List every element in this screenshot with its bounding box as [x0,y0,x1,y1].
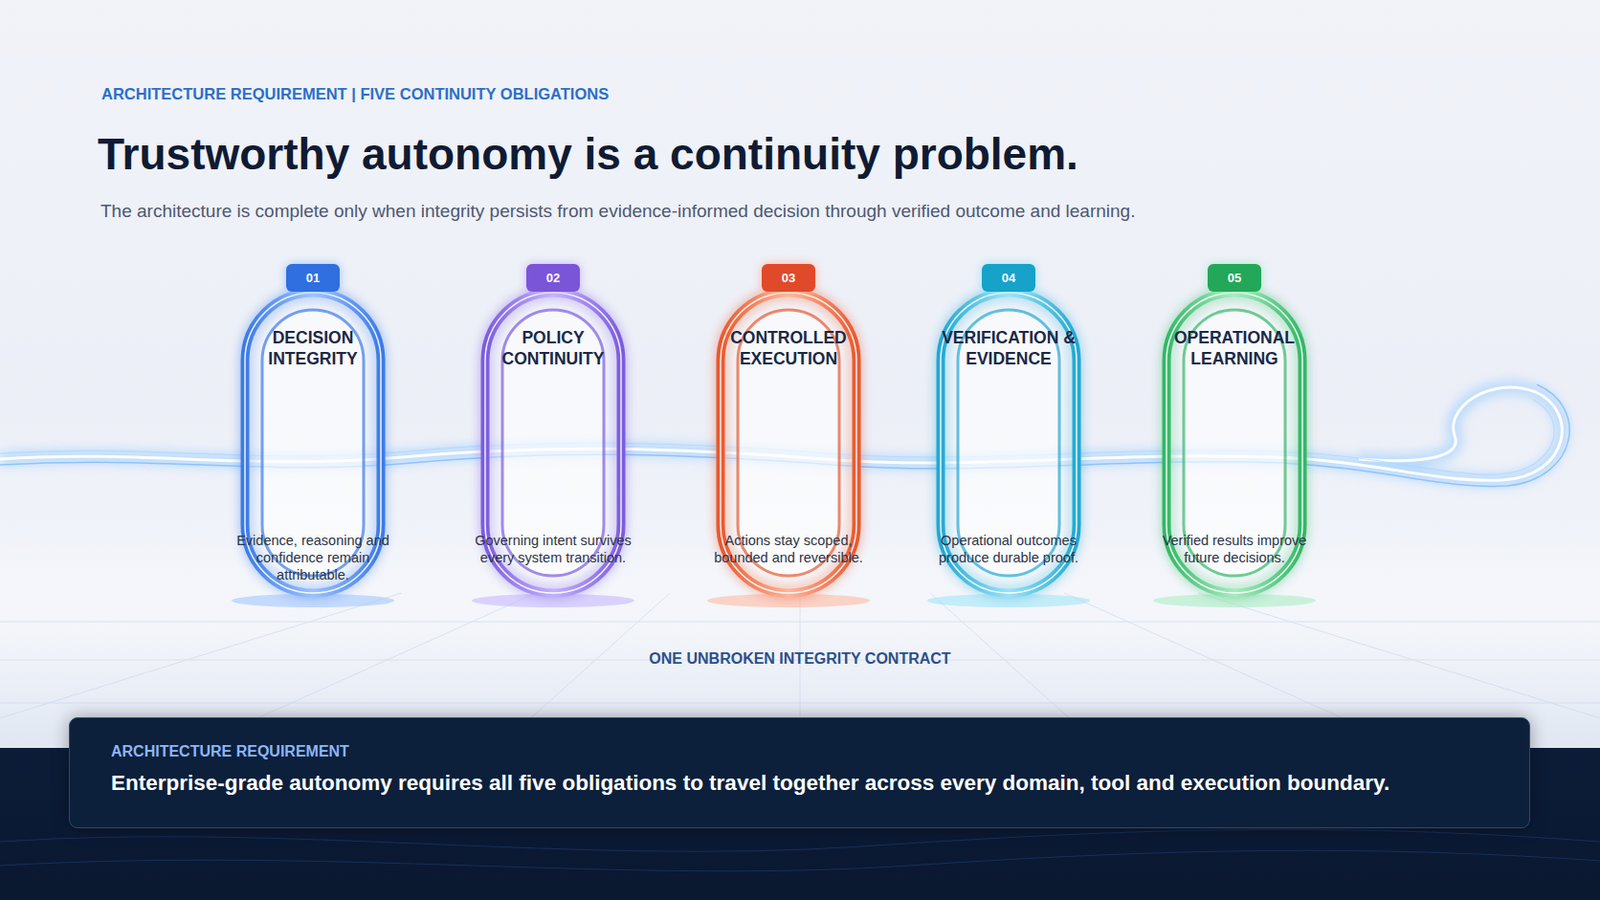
requirement-panel: ARCHITECTURE REQUIREMENT Enterprise-grade… [68,717,1531,829]
step-number-badge: 02 [526,264,580,292]
footer-waves [0,829,1600,872]
obligation-heading: VERIFICATION & EVIDENCE [932,327,1086,370]
obligation-pill: 01DECISION INTEGRITYEvidence, reasoning … [241,288,385,598]
obligation-description: Evidence, reasoning and confidence remai… [228,532,398,584]
obligation-pill: 02POLICY CONTINUITYGoverning intent surv… [481,288,625,598]
obligation-heading: OPERATIONAL LEARNING [1157,327,1312,370]
step-number-badge: 01 [286,264,340,292]
step-number-badge: 05 [1207,264,1262,292]
obligation-pill: 04VERIFICATION & EVIDENCEOperational out… [936,288,1081,598]
contract-label: ONE UNBROKEN INTEGRITY CONTRACT [512,650,1088,668]
panel-statement: Enterprise-grade autonomy requires all f… [111,771,1506,797]
obligation-pill: 03CONTROLLED EXECUTIONActions stay scope… [716,288,861,598]
obligation-heading: CONTROLLED EXECUTION [711,327,866,370]
step-number-badge: 04 [981,264,1036,292]
step-number-badge: 03 [761,264,816,292]
kicker-label: ARCHITECTURE REQUIREMENT | FIVE CONTINUI… [101,85,867,104]
obligation-heading: DECISION INTEGRITY [236,327,390,370]
obligation-heading: POLICY CONTINUITY [476,327,630,370]
panel-kicker: ARCHITECTURE REQUIREMENT [111,743,350,761]
obligation-description: Governing intent survives every system t… [468,532,638,567]
obligation-description: Verified results improve future decision… [1150,532,1319,567]
slide-title: Trustworthy autonomy is a continuity pro… [97,128,1079,180]
obligation-pill: 05OPERATIONAL LEARNINGVerified results i… [1162,288,1307,598]
obligation-description: Actions stay scoped, bounded and reversi… [704,532,873,567]
subtitle: The architecture is complete only when i… [100,200,1441,223]
obligation-description: Operational outcomes produce durable pro… [924,532,1093,567]
